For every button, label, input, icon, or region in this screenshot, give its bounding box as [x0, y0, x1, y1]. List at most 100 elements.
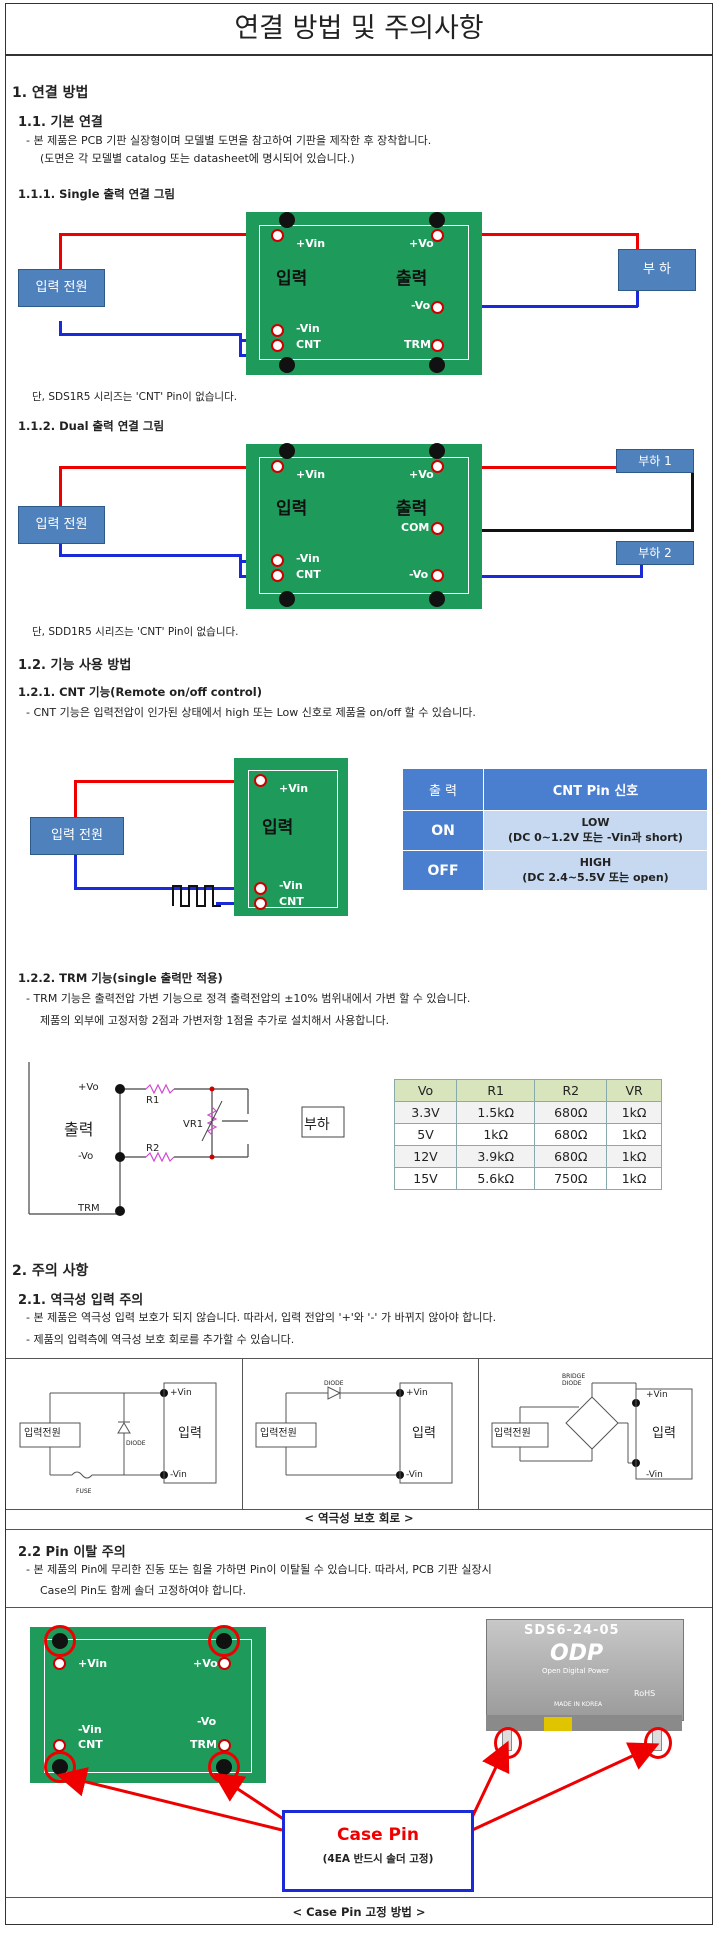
- table-header: VR: [606, 1079, 662, 1102]
- low-detail: (DC 0~1.2V 또는 -Vin과 short): [508, 831, 683, 844]
- pin-label: CNT: [78, 1738, 103, 1751]
- section-2-heading: 2. 주의 사항: [12, 1263, 89, 1279]
- cnt-converter-board: +Vin -Vin CNT 입력: [234, 758, 348, 916]
- input-label: 입력: [262, 818, 294, 838]
- table-header: CNT Pin 신호: [483, 768, 708, 811]
- table-cell: 1.5kΩ: [456, 1101, 536, 1124]
- section-2-1-heading: 2.1. 역극성 입력 주의: [18, 1293, 144, 1308]
- pin-label: -Vo: [197, 1715, 217, 1728]
- circuit-vin-minus: -Vin: [406, 1470, 423, 1480]
- trm-r2-label: R2: [146, 1143, 160, 1154]
- pin-label: +Vo: [193, 1657, 218, 1670]
- section-2-2-line2: Case의 Pin도 함께 솔더 고정하여야 합니다.: [40, 1584, 246, 1597]
- input-power-box: 입력 전원: [18, 269, 105, 307]
- pin-label: TRM: [404, 338, 431, 351]
- circuit-power-label: 입력전원: [24, 1428, 61, 1439]
- pin-label: COM: [401, 521, 430, 534]
- single-output-diagram: +Vin +Vo -Vin CNT -Vo TRM 입력 출력 입력 전원 부 …: [6, 209, 712, 375]
- circuit-vin-plus: +Vin: [646, 1390, 668, 1400]
- pin-label: +Vin: [78, 1657, 108, 1670]
- load-2-box: 부하 2: [616, 541, 694, 565]
- pin-label: TRM: [190, 1738, 217, 1751]
- pin-label: -Vin: [279, 879, 303, 892]
- cnt-function-title: 1.2.1. CNT 기능(Remote on/off control): [18, 685, 262, 699]
- load-1-box: 부하 1: [616, 449, 694, 473]
- table-cell: 15V: [393, 1167, 458, 1190]
- output-label: 출력: [396, 499, 428, 519]
- page-title: 연결 방법 및 주의사항: [6, 4, 712, 56]
- trm-vo-plus-label: +Vo: [78, 1082, 99, 1093]
- series-diode-circuit: [255, 1382, 453, 1484]
- cnt-diagram: +Vin -Vin CNT 입력 입력 전원: [6, 754, 348, 916]
- section-2-2-heading: 2.2 Pin 이탈 주의: [18, 1545, 126, 1560]
- trm-vr1-label: VR1: [183, 1119, 204, 1130]
- pin-label: -Vin: [296, 322, 320, 335]
- high-label: HIGH: [579, 856, 612, 869]
- circuit-bridge-label: BRIDGE DIODE: [562, 1373, 586, 1387]
- pin-label: +Vo: [409, 468, 434, 481]
- product-made-in: MADE IN KOREA: [554, 1701, 603, 1708]
- table-cell: LOW (DC 0~1.2V 또는 -Vin과 short): [483, 810, 708, 851]
- pin-label: -Vo: [409, 568, 429, 581]
- pin-label: +Vo: [409, 237, 434, 250]
- table-cell: 750Ω: [534, 1167, 608, 1190]
- dual-output-diagram: +Vin +Vo COM -Vin CNT -Vo 입력 출력 입력 전원 부하…: [6, 443, 712, 609]
- trm-r1-label: R1: [146, 1095, 160, 1106]
- table-cell-on: ON: [402, 810, 484, 851]
- table-cell: HIGH (DC 2.4~5.5V 또는 open): [483, 850, 708, 891]
- section-1-2-heading: 1.2. 기능 사용 방법: [18, 658, 132, 673]
- dual-output-title: 1.1.2. Dual 출력 연결 그림: [18, 419, 165, 433]
- table-header: R1: [456, 1079, 536, 1102]
- input-power-box: 입력 전원: [30, 817, 124, 855]
- table-cell: 1kΩ: [606, 1167, 662, 1190]
- table-cell: 680Ω: [534, 1101, 608, 1124]
- table-cell: 1kΩ: [606, 1101, 662, 1124]
- pin-label: CNT: [296, 568, 321, 581]
- circuit-vin-minus: -Vin: [170, 1470, 187, 1480]
- trm-load-label: 부하: [304, 1117, 330, 1133]
- circuit-input-label: 입력: [178, 1426, 202, 1441]
- trm-function-line1: - TRM 기능은 출력전압 가변 기능으로 정격 출력전압의 ±10% 범위내…: [26, 992, 471, 1005]
- case-pin-arrows: [56, 1740, 660, 1834]
- high-detail: (DC 2.4~5.5V 또는 open): [522, 871, 669, 884]
- table-header: R2: [534, 1079, 608, 1102]
- pulse-signal-icon: [172, 885, 221, 907]
- single-converter-board: +Vin +Vo -Vin CNT -Vo TRM 입력 출력: [246, 212, 482, 375]
- input-power-box: 입력 전원: [18, 506, 105, 544]
- pin-label: -Vin: [296, 552, 320, 565]
- pin-label: -Vin: [78, 1723, 102, 1736]
- cnt-signal-table: 출 력 CNT Pin 신호 ON LOW(DC 0~1.2V 또는 -Vin과…: [402, 768, 708, 891]
- dual-converter-board: +Vin +Vo COM -Vin CNT -Vo 입력 출력: [246, 443, 482, 609]
- low-label: LOW: [581, 816, 610, 829]
- case-pin-board: +Vin +Vo -Vo -Vin CNT TRM: [30, 1625, 266, 1783]
- trm-function-line2: 제품의 외부에 고정저항 2점과 가변저항 1점을 추가로 설치해서 사용합니다…: [40, 1014, 390, 1027]
- output-label: 출력: [396, 269, 428, 289]
- case-pin-caption: < Case Pin 고정 방법 >: [292, 1905, 426, 1919]
- section-2-1-line1: - 본 제품은 역극성 입력 보호가 되지 않습니다. 따라서, 입력 전압의 …: [26, 1311, 497, 1324]
- table-cell: 3.3V: [393, 1101, 458, 1124]
- case-pin-callout: Case Pin (4EA 반드시 솔더 고정): [282, 1810, 474, 1892]
- circuit-power-label: 입력전원: [494, 1428, 531, 1439]
- pin-label: CNT: [279, 895, 304, 908]
- table-cell: 3.9kΩ: [456, 1145, 536, 1168]
- product-model: SDS6-24-05: [524, 1623, 620, 1638]
- product-brand-logo: ODP: [550, 1641, 604, 1666]
- trm-function-title: 1.2.2. TRM 기능(single 출력만 적용): [18, 971, 223, 985]
- section-1-heading: 1. 연결 방법: [12, 85, 89, 101]
- circuit-vin-plus: +Vin: [170, 1388, 192, 1398]
- trm-trm-label: TRM: [78, 1203, 100, 1214]
- circuit-vin-minus: -Vin: [646, 1470, 663, 1480]
- diode-protection-circuit: [19, 1382, 217, 1484]
- table-cell: 1kΩ: [606, 1145, 662, 1168]
- section-2-1-line2: - 제품의 입력측에 역극성 보호 회로를 추가할 수 있습니다.: [26, 1333, 295, 1346]
- cnt-function-desc: - CNT 기능은 입력전압이 인가된 상태에서 high 또는 Low 신호로…: [26, 706, 476, 719]
- protection-circuits-panel: 입력전원 입력 +Vin -Vin DIODE FUSE 입력전원 입력 +Vi…: [6, 1358, 712, 1510]
- trm-output-label: 출력: [64, 1120, 94, 1139]
- table-cell: 5V: [393, 1123, 458, 1146]
- dual-output-note: 단, SDD1R5 시리즈는 'CNT' Pin이 없습니다.: [32, 626, 239, 638]
- bridge-diode-circuit: [491, 1382, 693, 1480]
